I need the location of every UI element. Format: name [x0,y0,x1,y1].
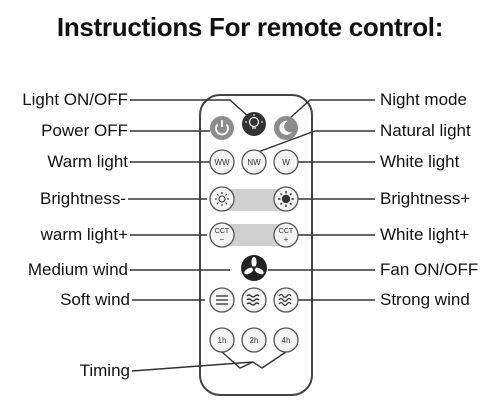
timer-2h-button[interactable]: 2h [241,327,267,353]
brightness-bar [222,189,288,211]
label-white-light-plus: White light+ [380,225,470,244]
strong-wind-button[interactable] [273,287,299,313]
label-white-light: White light [380,152,460,171]
label-night-mode: Night mode [380,90,467,109]
wind-high-icon [278,293,292,307]
label-brightness-minus: Brightness- [40,189,126,208]
power-button[interactable] [210,116,234,140]
light-onoff-button[interactable] [242,112,266,136]
label-medium-wind: Medium wind [27,260,128,279]
label-light-onoff: Light ON/OFF [22,90,128,109]
label-soft-wind: Soft wind [60,290,130,309]
leader-timing-main [131,361,254,372]
sun-bright-icon [278,191,294,207]
wind-low-icon [216,295,228,305]
timer-4h-button[interactable]: 4h [273,327,299,353]
timer-1h-button[interactable]: 1h [209,327,235,353]
nw-text: NW [247,158,261,167]
label-power-off: Power OFF [41,121,128,140]
label-natural-light: Natural light [380,121,471,140]
night-mode-button[interactable] [274,116,298,140]
page-title: Instructions For remote control: [56,12,444,42]
timer-1h-text: 1h [218,336,227,345]
label-strong-wind: Strong wind [380,290,470,309]
brightness-minus-button[interactable] [209,186,235,212]
cct-plus-sign: + [284,235,289,244]
bulb-icon [245,114,263,129]
leader-night-mode [289,99,375,119]
leader-natural-light [257,130,375,153]
timer-4h-text: 4h [282,336,291,345]
leader-lines-right [257,99,375,301]
label-warm-light: Warm light [47,152,128,171]
cct-minus-button[interactable]: CCT − [209,222,235,248]
medium-wind-button[interactable] [241,287,267,313]
label-timing: Timing [79,361,130,380]
ww-text: WW [214,158,230,167]
warm-light-button[interactable]: WW [209,149,235,175]
cct-plus-button[interactable]: CCT + [273,222,299,248]
fan-icon [244,257,264,275]
label-brightness-plus: Brightness+ [380,189,471,208]
leader-lines-left [128,99,287,372]
leader-light-onoff [130,99,251,119]
natural-light-button[interactable]: NW [241,149,267,175]
white-light-button[interactable]: W [273,149,299,175]
cct-bar [222,224,288,246]
w-text: W [282,158,290,167]
power-icon [215,120,229,136]
fan-onoff-button[interactable] [241,255,267,281]
sun-dim-icon [215,192,229,206]
moon-icon [279,120,292,135]
timer-2h-text: 2h [250,336,259,345]
leader-timing-branches [221,351,287,369]
brightness-plus-button[interactable] [273,186,299,212]
cct-minus-sign: − [220,235,225,244]
wind-medium-icon [246,294,260,306]
label-warm-light-plus: warm light+ [40,225,128,244]
cct-plus-label: CCT [279,228,294,235]
label-fan-onoff: Fan ON/OFF [380,260,479,279]
cct-minus-label: CCT [215,228,230,235]
soft-wind-button[interactable] [209,287,235,313]
